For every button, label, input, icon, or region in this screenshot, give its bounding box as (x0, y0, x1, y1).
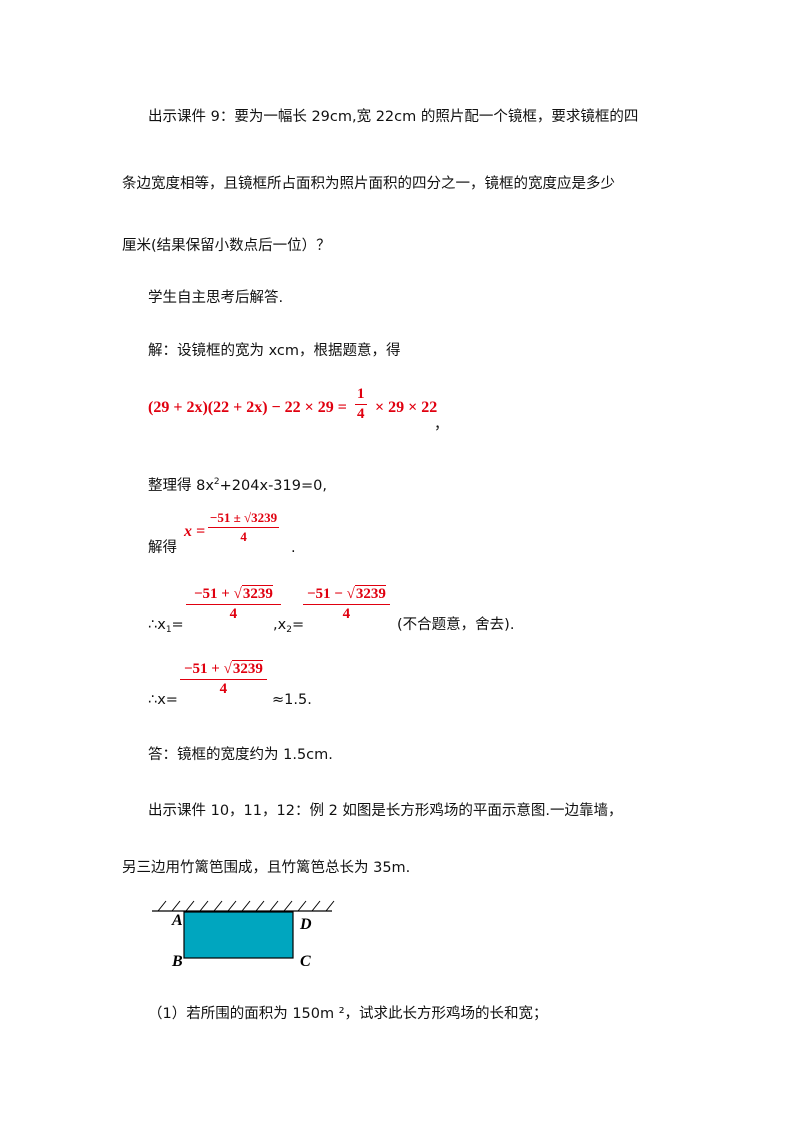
solve-frac-den: 4 (240, 529, 247, 544)
solve-variable: x = (184, 523, 206, 540)
root1-frac-den: 4 (229, 606, 238, 622)
final-root-label: ∴x= (148, 692, 178, 708)
root2-rejected-note: (不合题意，舍去). (397, 617, 515, 633)
equation-right: × 29 × 22 (375, 399, 438, 416)
problem-line-2: 条边宽度相等，且镜框所占面积为照片面积的四分之一，镜框的宽度应是多少 (122, 176, 615, 192)
student-think-text: 学生自主思考后解答. (148, 290, 284, 306)
solve-frac-num: −51 ± √3239 (208, 510, 280, 528)
root1-frac-num: −51 + √3239 (186, 585, 281, 605)
problem-line-1: 出示课件 9：要为一幅长 29cm,宽 22cm 的照片配一个镜框，要求镜框的四 (148, 109, 639, 125)
final-root-frac-den: 4 (219, 681, 228, 697)
root2-frac-num: −51 − √3239 (303, 585, 390, 605)
equation-comma: ， (434, 417, 449, 433)
simplified-equation: 整理得 8x2+204x-319=0, (148, 472, 327, 496)
root1-fraction: −51 + √3239 4 (186, 585, 281, 623)
wall-hatching (157, 900, 335, 912)
simplified-suffix: +204x-319=0, (219, 478, 327, 494)
final-root-approx: ≈1.5. (272, 692, 312, 708)
answer-text: 答：镜框的宽度约为 1.5cm. (148, 747, 333, 763)
label-d: D (299, 916, 312, 933)
root2-label: ,x2= (273, 617, 305, 635)
root1-label: ∴x1= (148, 617, 184, 635)
label-c: C (300, 953, 311, 970)
problem-line-3: 厘米(结果保留小数点后一位）？ (122, 238, 331, 254)
label-a: A (171, 912, 183, 929)
label-b: B (171, 953, 183, 970)
solution-setup-text: 解：设镜框的宽为 xcm，根据题意，得 (148, 343, 401, 359)
simplified-prefix: 整理得 8x (148, 478, 214, 494)
chicken-farm-diagram: A D B C (152, 900, 335, 970)
equation-frac-den: 4 (357, 406, 365, 422)
equation-frac-num: 1 (355, 386, 367, 405)
root2-fraction: −51 − √3239 4 (303, 585, 390, 623)
solve-fraction: −51 ± √3239 4 (208, 510, 280, 545)
equation-fraction: 1 4 (355, 386, 367, 423)
solve-period: . (291, 540, 296, 556)
example2-line-1: 出示课件 10，11，12：例 2 如图是长方形鸡场的平面示意图.一边靠墙， (148, 803, 623, 819)
equation-left: (29 + 2x)(22 + 2x) − 22 × 29 = (148, 399, 347, 416)
simplified-exponent: 2 (213, 477, 220, 487)
solve-label: 解得 (148, 540, 177, 556)
final-root-frac-num: −51 + √3239 (180, 660, 267, 680)
question-1-text: （1）若所围的面积为 150m ²，试求此长方形鸡场的长和宽； (148, 1006, 548, 1022)
final-root-fraction: −51 + √3239 4 (180, 660, 267, 698)
root2-frac-den: 4 (342, 606, 351, 622)
farm-rectangle (183, 911, 294, 959)
example2-line-2: 另三边用竹篱笆围成，且竹篱笆总长为 35m. (122, 860, 411, 876)
